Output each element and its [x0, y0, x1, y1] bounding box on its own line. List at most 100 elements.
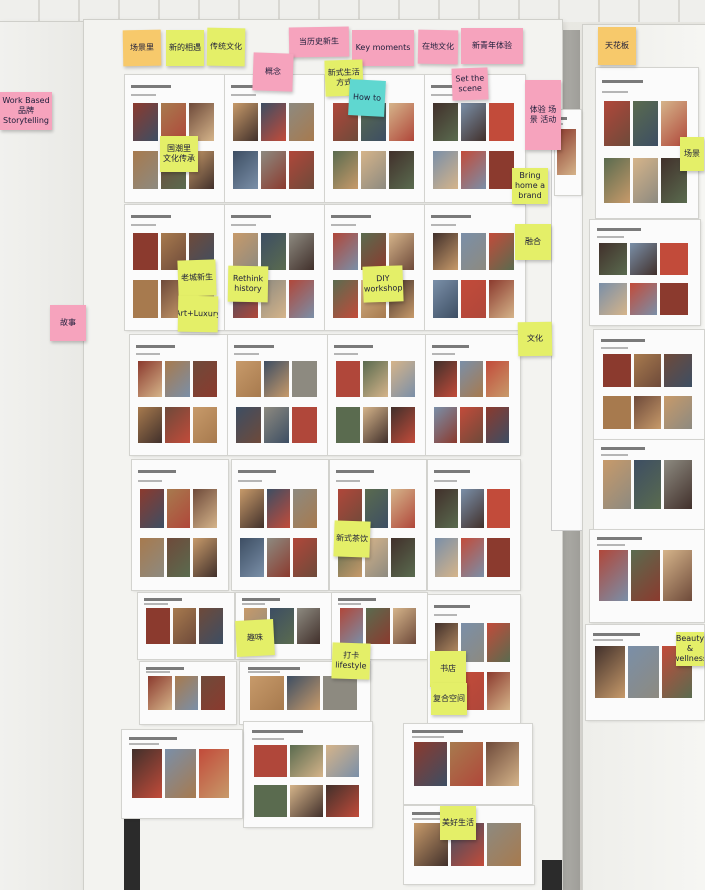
sheet-header-line: [600, 447, 645, 451]
sheet-header-line: [247, 666, 300, 670]
sheet-subheader-line: [431, 353, 456, 355]
photo-thumbnail: [390, 407, 416, 443]
sheet-header-line: [237, 470, 277, 474]
photo-thumbnail: [286, 675, 321, 710]
printed-sheet: [232, 460, 328, 590]
photo-thumbnail: [660, 283, 689, 315]
sheet-subheader-line: [337, 602, 362, 605]
sheet-header-line: [234, 344, 274, 348]
sticky-note: 体验 场景 活动: [525, 80, 561, 150]
photo-thumbnail: [485, 741, 519, 786]
sticky-note: 国潮里 文化传承: [160, 136, 198, 172]
photo-thumbnail: [233, 102, 258, 142]
printed-sheet: [328, 335, 426, 455]
photo-thumbnail: [433, 280, 458, 318]
photo-thumbnail: [366, 607, 390, 644]
photo-thumbnail: [290, 745, 323, 777]
photo-thumbnail: [165, 407, 190, 443]
photo-thumbnail: [266, 488, 291, 528]
sheet-subheader-line: [331, 223, 356, 226]
photo-thumbnail: [391, 538, 416, 577]
photo-thumbnail: [486, 671, 510, 711]
photo-thumbnail: [389, 151, 414, 190]
photo-thumbnail: [461, 623, 484, 662]
sheet-subheader-line: [593, 639, 623, 642]
photo-thumbnail: [333, 232, 358, 270]
sticky-note: Work Based 品牌 Storytelling: [0, 92, 52, 130]
photo-thumbnail: [361, 151, 386, 190]
sheet-subheader-line: [411, 817, 445, 820]
sticky-note: 复合空间: [431, 683, 467, 715]
sheet-header-line: [431, 344, 470, 348]
photo-thumbnail: [664, 396, 693, 429]
sheet-subheader-line: [241, 602, 266, 605]
photo-thumbnail: [664, 354, 693, 388]
photo-thumbnail: [165, 749, 196, 798]
sheet-header-line: [593, 632, 641, 636]
photo-thumbnail: [239, 488, 264, 528]
sheet-header-line: [431, 85, 471, 89]
printed-sheet: [138, 593, 234, 659]
sheet-subheader-line: [431, 223, 456, 226]
sticky-note: 书店: [430, 651, 466, 687]
printed-sheet: [426, 335, 520, 455]
sheet-subheader-line: [335, 479, 360, 482]
photo-thumbnail: [239, 538, 264, 577]
sheet-subheader-line: [143, 602, 168, 605]
photo-thumbnail: [139, 488, 164, 528]
sticky-note: 故事: [50, 305, 86, 341]
photo-thumbnail: [250, 675, 284, 710]
sticky-note: 新式茶饮: [333, 520, 371, 558]
photo-thumbnail: [193, 488, 218, 528]
photo-thumbnail: [333, 280, 358, 318]
sheet-subheader-line: [251, 737, 284, 740]
sheet-subheader-line: [411, 736, 444, 738]
photo-thumbnail: [595, 645, 626, 699]
photo-thumbnail: [486, 361, 510, 398]
printed-sheet: [122, 730, 242, 818]
sheet-header-line: [231, 215, 271, 218]
sheet-header-line: [556, 116, 567, 120]
printed-sheet: [240, 662, 370, 724]
photo-thumbnail: [489, 280, 514, 318]
photo-thumbnail: [296, 607, 321, 644]
photo-thumbnail: [147, 675, 172, 710]
sheet-subheader-line: [129, 743, 160, 746]
photo-thumbnail: [254, 745, 288, 777]
sheet-subheader-line: [131, 223, 156, 226]
photo-thumbnail: [139, 538, 164, 577]
photo-thumbnail: [335, 361, 361, 398]
sticky-note: Art+Luxury: [177, 295, 219, 333]
sticky-note: How to: [348, 79, 386, 117]
photo-thumbnail: [270, 607, 294, 644]
photo-thumbnail: [192, 361, 218, 398]
photo-thumbnail: [161, 102, 186, 142]
sheet-subheader-line: [247, 671, 281, 674]
photo-thumbnail: [166, 488, 191, 528]
photo-thumbnail: [333, 151, 358, 190]
sheet-header-line: [431, 215, 471, 218]
photo-thumbnail: [389, 102, 414, 142]
sheet-header-line: [335, 470, 375, 474]
printed-sheet: [225, 75, 325, 202]
photo-thumbnail: [486, 407, 510, 443]
photo-thumbnail: [392, 607, 417, 644]
photo-thumbnail: [604, 101, 630, 146]
photo-thumbnail: [337, 488, 362, 528]
photo-thumbnail: [557, 128, 576, 176]
photo-thumbnail: [633, 354, 662, 388]
photo-thumbnail: [293, 538, 318, 577]
photo-thumbnail: [602, 459, 631, 510]
sticky-note: 文化: [517, 321, 553, 357]
photo-thumbnail: [433, 361, 457, 398]
photo-thumbnail: [361, 232, 386, 270]
sticky-note: DIY workshop: [362, 265, 404, 303]
sticky-note: Bring home a brand: [512, 168, 548, 204]
photo-thumbnail: [289, 102, 314, 142]
photo-thumbnail: [165, 361, 190, 398]
sheet-header-line: [251, 730, 303, 734]
sheet-subheader-line: [602, 90, 628, 93]
photo-thumbnail: [266, 538, 291, 577]
photo-thumbnail: [133, 232, 158, 270]
photo-thumbnail: [233, 151, 258, 190]
